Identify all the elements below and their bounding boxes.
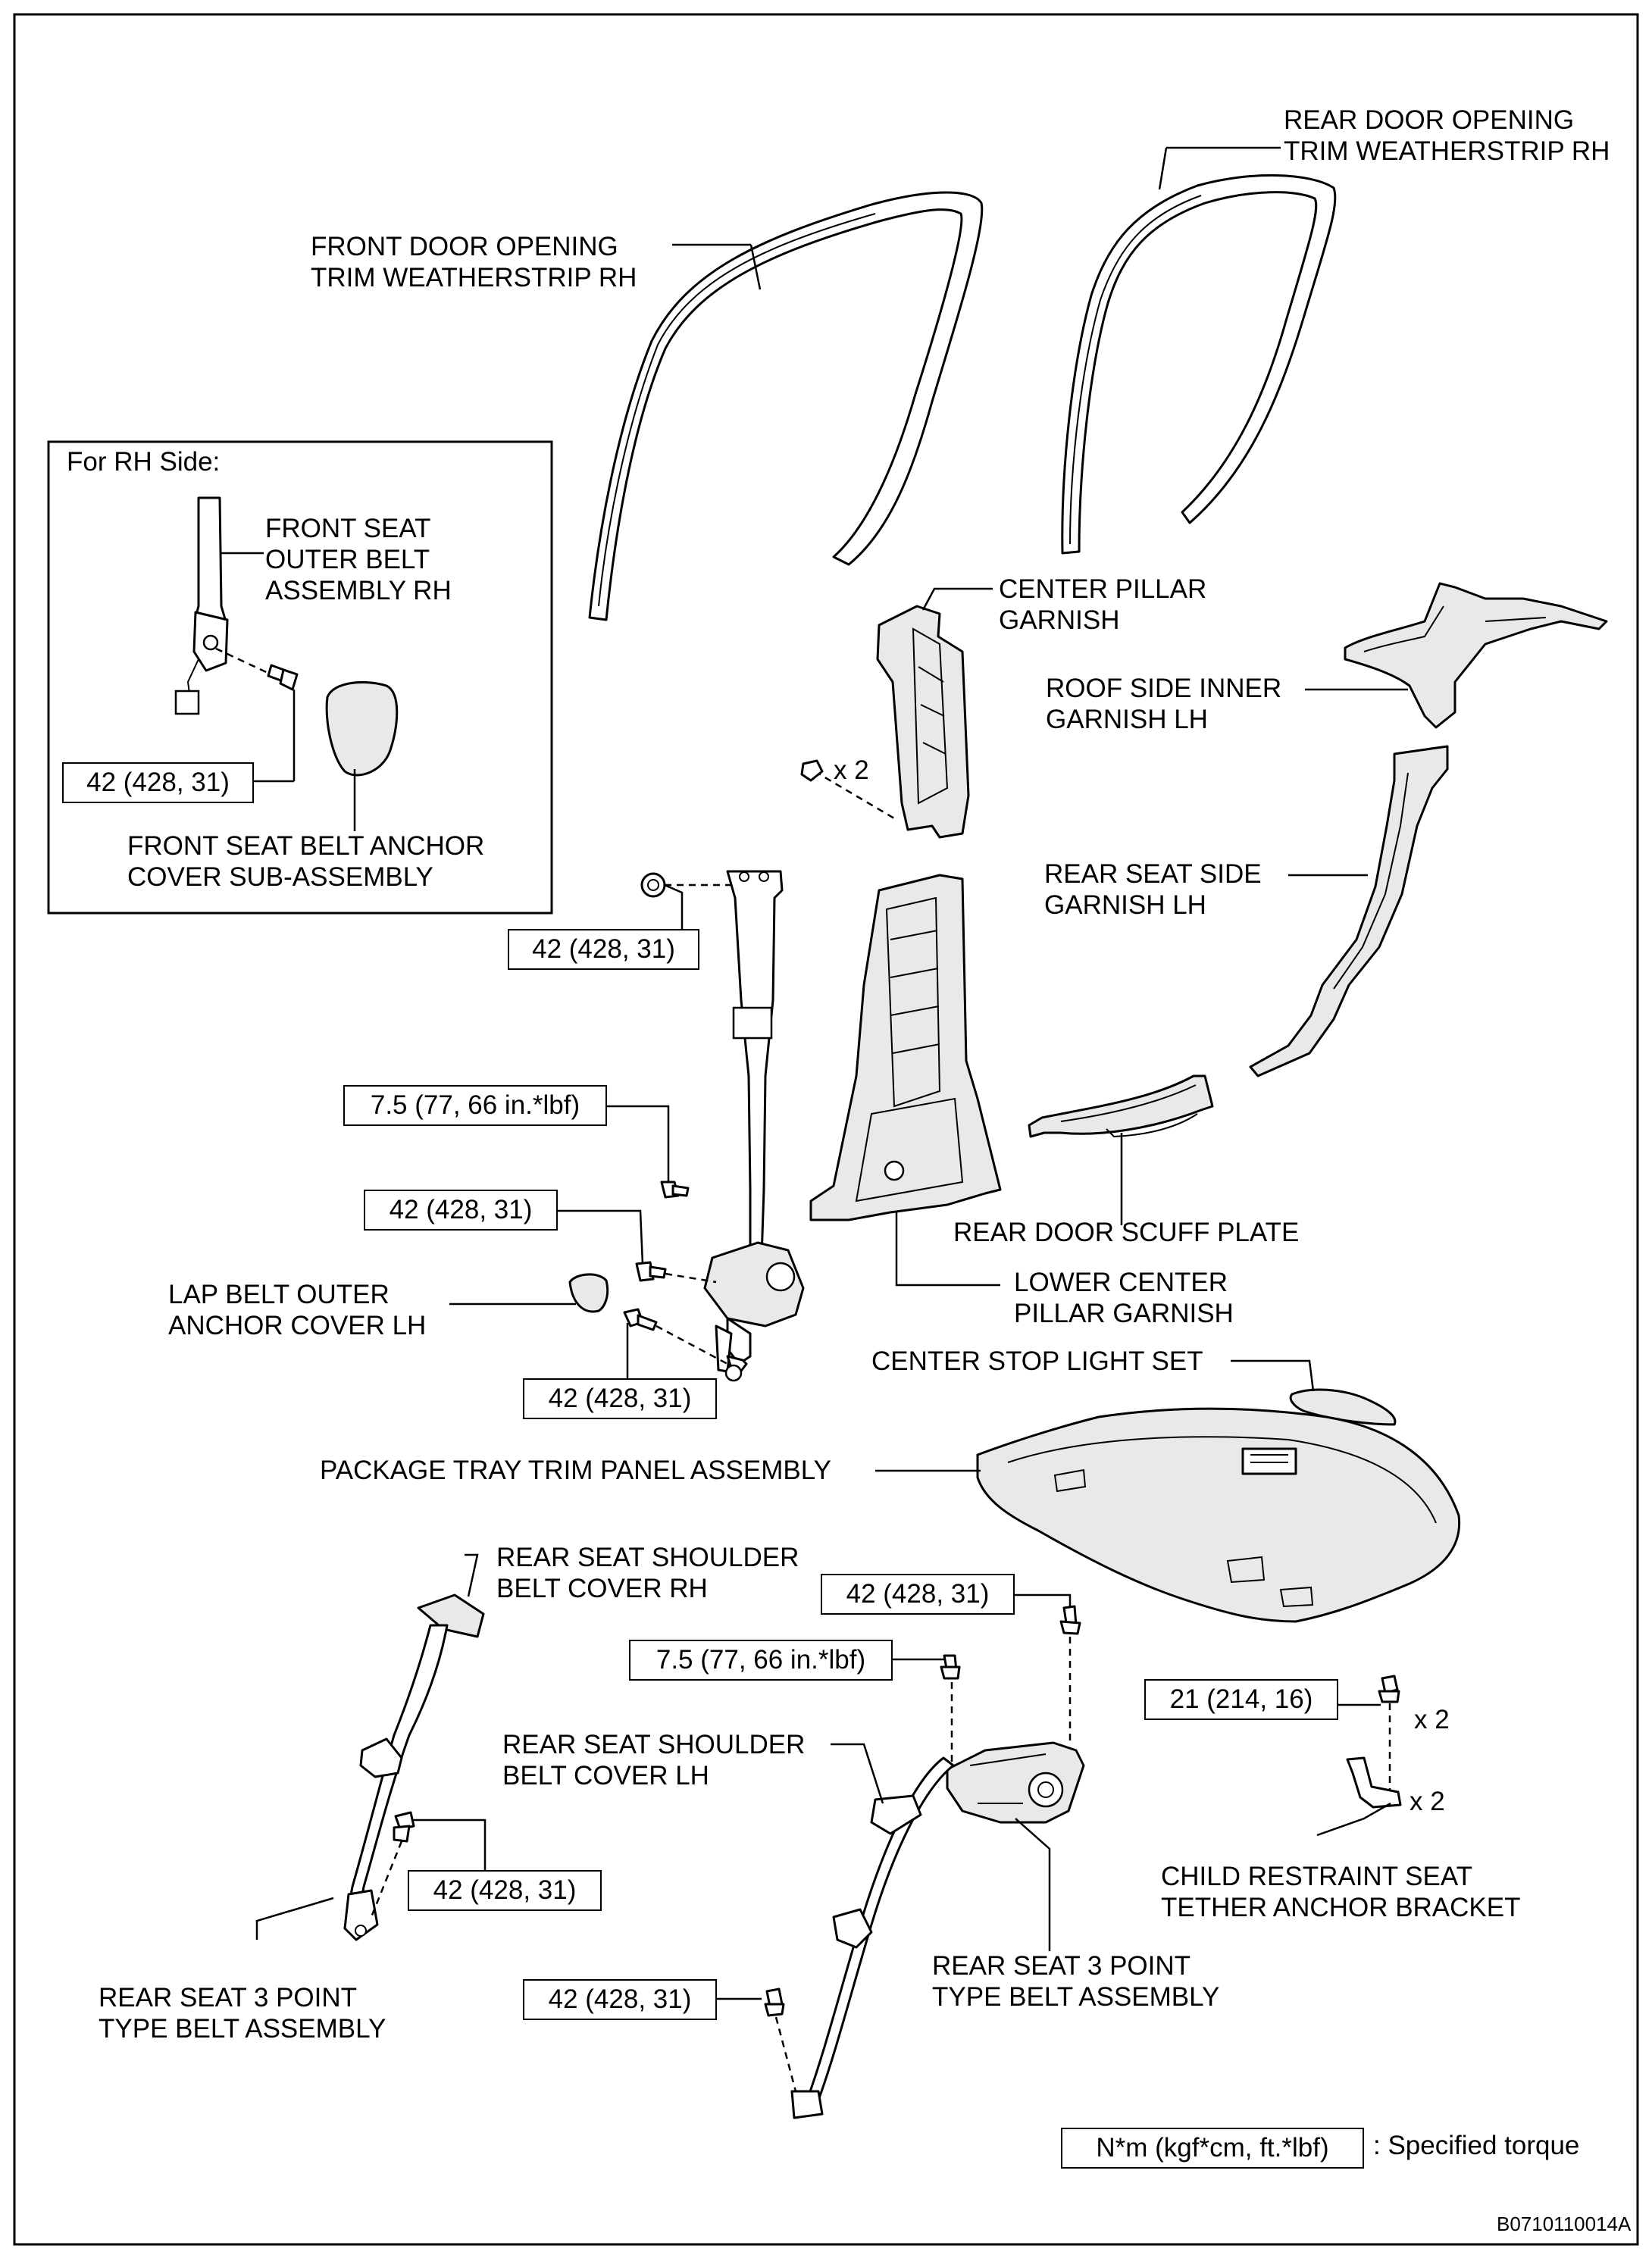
label-x2-bracket: x 2 xyxy=(1410,1787,1445,1816)
torque-retractor-mid: 42 (428, 31) xyxy=(364,1190,558,1231)
label-center-stop-light-set: CENTER STOP LIGHT SET xyxy=(871,1346,1203,1376)
torque-rear-small: 7.5 (77, 66 in.*lbf) xyxy=(629,1640,893,1681)
torque-child-bracket: 21 (214, 16) xyxy=(1144,1679,1338,1720)
label-front-seat-outer-belt: FRONT SEAT OUTER BELT ASSEMBLY RH xyxy=(265,514,452,605)
label-x2-bolt: x 2 xyxy=(1414,1705,1450,1734)
label-rear-seat-side-garnish: REAR SEAT SIDE GARNISH LH xyxy=(1044,859,1262,920)
front-seat-belt-assembly-drawing xyxy=(449,870,805,1382)
rear-seat-belt-center-drawing xyxy=(716,1593,1085,2119)
torque-retractor-small: 7.5 (77, 66 in.*lbf) xyxy=(343,1085,607,1126)
label-rear-3point-belt-center: REAR SEAT 3 POINT TYPE BELT ASSEMBLY xyxy=(932,1951,1220,2012)
torque-rear-retractor: 42 (428, 31) xyxy=(821,1574,1015,1615)
front-seat-outer-belt-drawing xyxy=(174,496,399,831)
center-stop-light-drawing xyxy=(1231,1359,1397,1426)
child-tether-bracket-drawing xyxy=(1316,1675,1402,1837)
label-rear-door-weatherstrip: REAR DOOR OPENING TRIM WEATHERSTRIP RH xyxy=(1284,105,1610,166)
torque-front-anchor-inset: 42 (428, 31) xyxy=(62,762,254,803)
label-specified-torque: : Specified torque xyxy=(1373,2131,1580,2160)
rear-door-weatherstrip-drawing xyxy=(1061,146,1337,555)
label-front-door-weatherstrip: FRONT DOOR OPENING TRIM WEATHERSTRIP RH xyxy=(311,232,637,292)
torque-rear-left-belt: 42 (428, 31) xyxy=(408,1870,602,1911)
label-rear-shoulder-cover-rh: REAR SEAT SHOULDER BELT COVER RH xyxy=(496,1543,799,1603)
roof-side-inner-garnish-drawing xyxy=(1305,582,1608,729)
label-rear-door-scuff-plate: REAR DOOR SCUFF PLATE xyxy=(953,1218,1300,1247)
torque-upper-anchor: 42 (428, 31) xyxy=(508,929,699,970)
torque-lower-anchor: 42 (428, 31) xyxy=(523,1378,717,1419)
torque-legend-units: N*m (kgf*cm, ft.*lbf) xyxy=(1061,2128,1364,2169)
page-frame xyxy=(13,13,1639,2246)
figure-code: B0710110014A xyxy=(1497,2213,1632,2235)
center-pillar-garnish-drawing xyxy=(800,587,993,839)
label-rear-shoulder-cover-lh: REAR SEAT SHOULDER BELT COVER LH xyxy=(502,1730,806,1790)
lower-center-pillar-garnish-drawing xyxy=(809,874,1002,1287)
rear-seat-belt-left-drawing xyxy=(255,1553,487,1941)
label-child-tether-bracket: CHILD RESTRAINT SEAT TETHER ANCHOR BRACK… xyxy=(1161,1862,1521,1922)
rear-seat-side-garnish-drawing xyxy=(1249,745,1449,1077)
label-center-pillar-garnish: CENTER PILLAR GARNISH xyxy=(999,574,1207,635)
torque-rear-center-lower: 42 (428, 31) xyxy=(523,1979,717,2020)
label-package-tray: PACKAGE TRAY TRIM PANEL ASSEMBLY xyxy=(320,1456,831,1485)
front-door-weatherstrip-drawing xyxy=(588,191,984,621)
label-front-anchor-cover: FRONT SEAT BELT ANCHOR COVER SUB-ASSEMBL… xyxy=(127,831,485,892)
label-x2-center-pillar: x 2 xyxy=(834,755,869,785)
label-lower-center-pillar-garnish: LOWER CENTER PILLAR GARNISH xyxy=(1014,1268,1234,1328)
label-rear-3point-belt-left: REAR SEAT 3 POINT TYPE BELT ASSEMBLY xyxy=(99,1983,386,2044)
label-for-rh-side: For RH Side: xyxy=(67,447,221,477)
rear-door-scuff-plate-drawing xyxy=(1028,1074,1214,1225)
rh-side-inset-box xyxy=(47,440,553,915)
label-roof-side-inner-garnish: ROOF SIDE INNER GARNISH LH xyxy=(1046,674,1282,734)
package-tray-drawing xyxy=(875,1407,1461,1623)
label-lap-belt-outer-cover: LAP BELT OUTER ANCHOR COVER LH xyxy=(168,1280,427,1340)
